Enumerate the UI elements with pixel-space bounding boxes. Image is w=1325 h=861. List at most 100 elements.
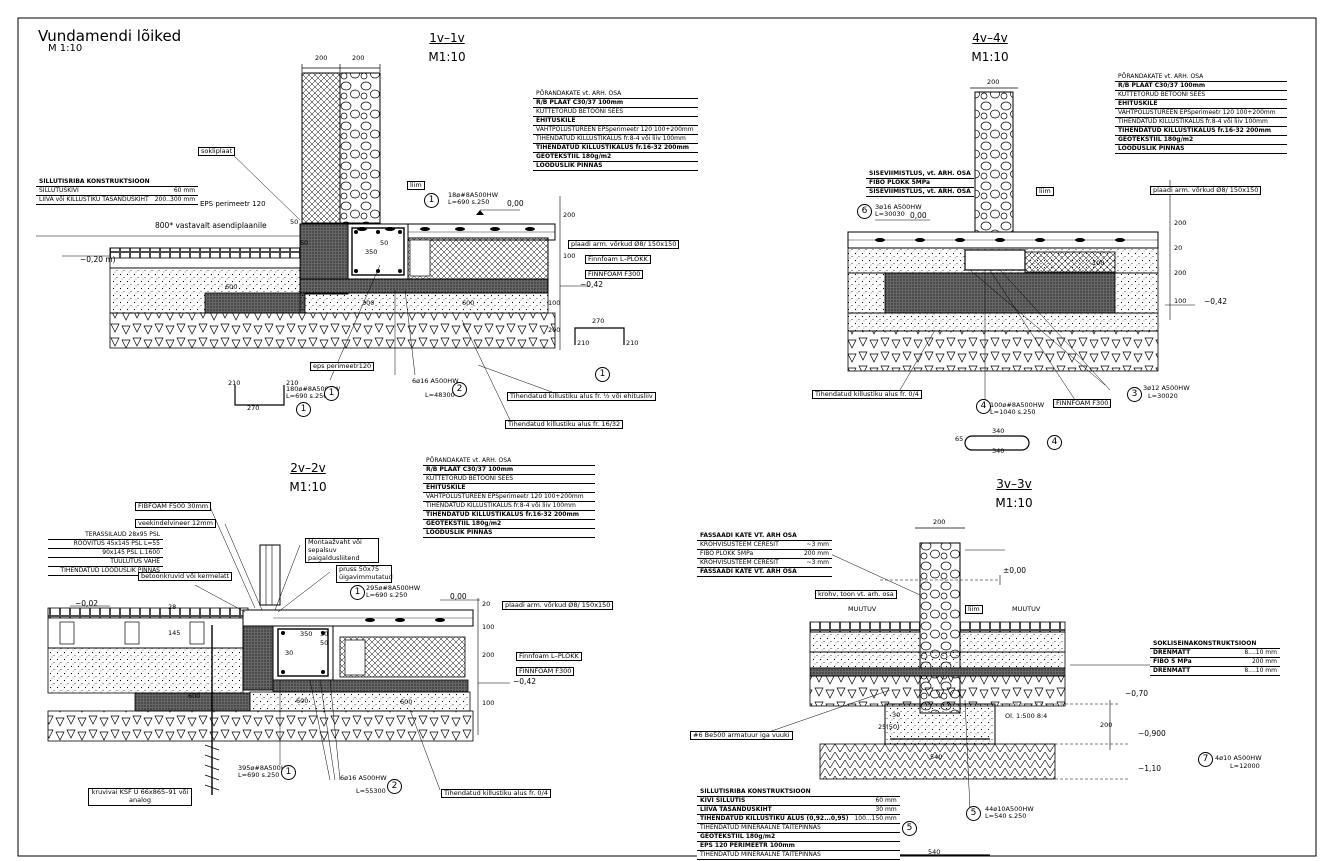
level-000: 0,00	[450, 592, 467, 601]
floor-layer: TIHENDATUD KILLUSTIKALUS fr.16-32 200mm	[423, 510, 595, 520]
note-800: 800* vastavalt asendiplaanile	[155, 221, 267, 230]
dim-label: 100	[1174, 297, 1187, 305]
row-value	[851, 832, 900, 842]
krohv-label: krohv, toon vt. arh. osa	[815, 590, 897, 599]
dim-label: 50	[300, 239, 309, 247]
dim-label: 100	[548, 299, 561, 307]
veekindel-label: veekindelvineer 12mm	[135, 519, 216, 528]
rebar-label: L=55300	[356, 787, 386, 795]
dim-label: 210	[228, 379, 241, 387]
kruvivai-label: kruvivai KSF U 66x865–91 või analog	[88, 788, 192, 806]
sillutis-table-s3: SILLUTISRIBA KONSTRUKTSIOON KIVI SILLUTI…	[697, 788, 900, 860]
section-1-drawing	[36, 64, 625, 421]
level-m042: −0,42	[580, 280, 603, 289]
table-row: VAHTPOLÜSTÜREEN EPSperimeetr 120 100+200…	[1115, 108, 1287, 118]
table-row: VAHTPOLÜSTÜREEN EPSperimeetr 120 100+200…	[423, 492, 595, 502]
dim-label: 145	[168, 629, 181, 637]
rebar-label: L=1040 s.250	[990, 408, 1036, 416]
dim-label: 200	[482, 651, 495, 659]
level-000: 0,00	[910, 211, 927, 220]
row-value: 60 mm	[151, 186, 199, 196]
sillutis-table-s1: SILLUTISRIBA KONSTRUKTSIOON SILLUTUSKIVI…	[36, 178, 199, 205]
wall-layer: SISEVIIMISTLUS, vt. ARH. OSA	[866, 170, 974, 179]
sillutis-header: SILLUTISRIBA KONSTRUKTSIOON	[697, 788, 900, 797]
row-value: 200 mm	[800, 549, 832, 559]
dim-label: 30	[285, 649, 294, 657]
muutuv-label: MUUTUV	[848, 605, 877, 613]
dim-label: 65	[955, 435, 964, 443]
dim-label: 210	[626, 339, 639, 347]
row-value: 8....10 mm	[1219, 666, 1280, 676]
table-row: VAHTPOLÜSTÜREEN EPSperimeetr 120 100+200…	[533, 125, 698, 135]
table-row: FIBO PLOKK 5MPa	[866, 178, 974, 188]
table-row: PÕRANDAKATE vt. ARH. OSA	[1115, 73, 1287, 82]
dim-label: 100	[1092, 259, 1105, 267]
level-000: 0,00	[507, 199, 524, 208]
level-m110: −1,10	[1138, 764, 1161, 773]
section-4-scale: M1:10	[971, 50, 1009, 64]
row-value: 8....10 mm	[1219, 648, 1280, 658]
dim-label: 30	[320, 630, 329, 638]
floor-layer: R/B PLAAT C30/37 100mm	[533, 98, 698, 108]
eps-perim-label: eps perimeetr120	[310, 362, 375, 371]
dim-label: 20	[482, 600, 491, 608]
marker-2: 2	[452, 382, 467, 397]
floor-layer: VAHTPOLÜSTÜREEN EPSperimeetr 120 100+200…	[1115, 108, 1287, 118]
section-2-drawing	[47, 506, 510, 795]
row-name: FIBO 5 MPa	[1150, 657, 1220, 667]
plaat-arm-label: plaadi arm. võrkud Ø8/ 150x150	[1150, 186, 1262, 195]
row-name: KIVI SILLUTIS	[697, 796, 852, 806]
floor-layer: VAHTPOLÜSTÜREEN EPSperimeetr 120 100+200…	[533, 125, 698, 135]
dim-label: 200	[1174, 269, 1187, 277]
table-row: EHITUSKILE	[423, 483, 595, 493]
rebar-label: L=30030	[875, 210, 905, 218]
section-3-title: 3v–3v	[996, 477, 1032, 491]
level-m070: −0,70	[1125, 689, 1148, 698]
row-value: 60 mm	[851, 796, 900, 806]
table-row: LOODUSLIK PINNAS	[533, 161, 698, 171]
floor-layer: GEOTEKSTIIL 180g/m2	[423, 519, 595, 529]
table-row: KÜTTETORUD BETOONI SEES	[1115, 90, 1287, 100]
dim-label: 300	[362, 299, 375, 307]
table-row: TIHENDATUD KILLUSTIKALUS fr.8-4 või liiv…	[423, 501, 595, 511]
dim-label: 210	[577, 339, 590, 347]
dim-label: 540	[930, 753, 943, 761]
tihendatud-label: Tihendatud killustiku alus fr. 16/32	[505, 420, 624, 429]
rebar-label: 44ø10A500HW	[985, 805, 1034, 813]
floor-layer: VAHTPOLÜSTÜREEN EPSperimeetr 120 100+200…	[423, 492, 595, 502]
marker-1: 1	[281, 765, 296, 780]
table-row: KROHVISÜSTEEM CERESIT~3 mm	[697, 558, 832, 568]
marker-3: 3	[1127, 387, 1142, 402]
row-value	[851, 850, 900, 860]
table-row: PÕRANDAKATE vt. ARH. OSA	[533, 90, 698, 99]
table-row: PÕRANDAKATE vt. ARH. OSA	[423, 457, 595, 466]
floor-layer: EHITUSKILE	[533, 116, 698, 126]
table-row: GEOTEKSTIIL 180g/m2	[1115, 135, 1287, 145]
floor-layer: KÜTTETORUD BETOONI SEES	[533, 107, 698, 117]
floor-layer: R/B PLAAT C30/37 100mm	[423, 465, 595, 475]
dim-label: 100	[482, 699, 495, 707]
dim-label: 210	[286, 379, 299, 387]
dim-label: 270	[592, 317, 605, 325]
floor-layer: TIHENDATUD KILLUSTIKALUS fr.8-4 või liiv…	[423, 501, 595, 511]
table-row: TIHENDATUD MINERAALNE TÄITEPINNAS	[697, 850, 900, 860]
table-row: R/B PLAAT C30/37 100mm	[1115, 81, 1287, 91]
rebar-label: L=12000	[1230, 762, 1260, 770]
plaat-arm-label: plaadi arm. võrkud Ø8/ 150x150	[502, 601, 614, 610]
tihendatud-label: Tihendatud killustiku alus fr. 0/4	[812, 390, 922, 399]
rebar-label: 6ø16 A500HW	[340, 774, 387, 782]
dim-label: 600	[400, 698, 413, 706]
dim-label: 340	[992, 447, 1005, 455]
table-row: KÜTTETORUD BETOONI SEES	[423, 474, 595, 484]
table-row: GEOTEKSTIIL 180g/m2	[423, 519, 595, 529]
wall-layer: SISEVIIMISTLUS, vt. ARH. OSA	[866, 187, 974, 197]
liim-label: liim	[1036, 187, 1054, 196]
section-2-title: 2v–2v	[290, 461, 326, 475]
section-4-drawing	[847, 87, 1195, 451]
